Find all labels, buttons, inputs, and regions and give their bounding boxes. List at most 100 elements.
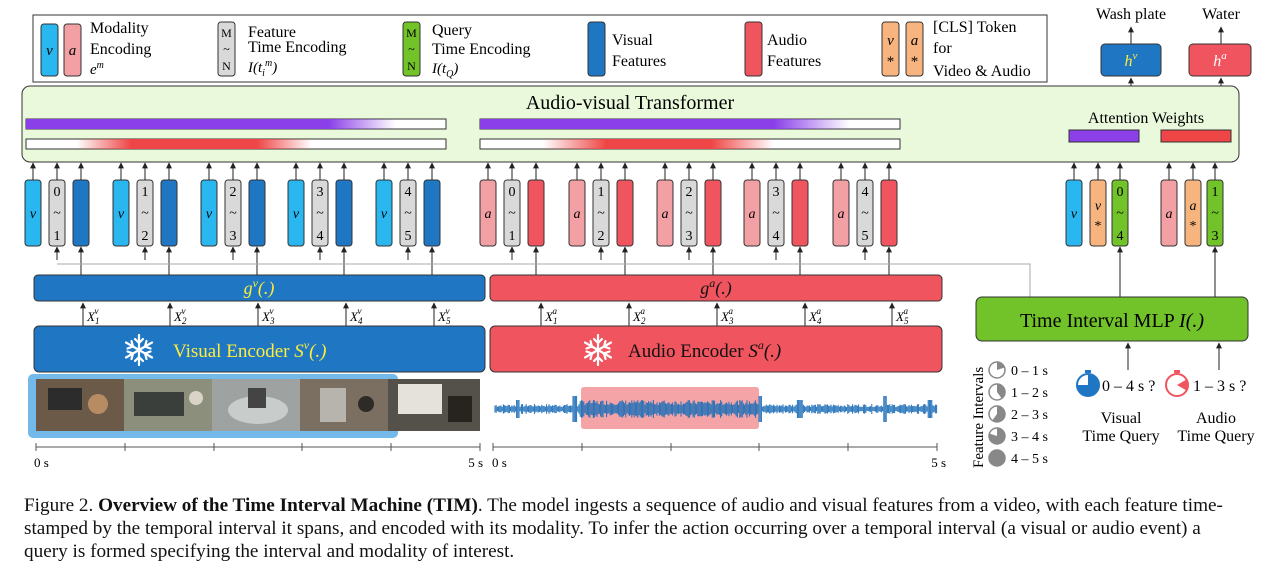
time-tilde: ~ [772, 206, 780, 221]
visual-feature-token [160, 179, 178, 247]
audio-time-start: 0 s [492, 455, 507, 470]
query-start: 0 [1117, 185, 1124, 200]
time-end: 5 [862, 229, 869, 244]
legend-feature-time-token [217, 21, 236, 77]
visual-query-line1: Visual [1101, 410, 1142, 427]
caption-title: Overview of the Time Interval Machine (T… [98, 495, 478, 516]
legend-cls-v-token [881, 21, 900, 77]
modality-letter: a [838, 207, 845, 222]
time-tilde: ~ [229, 206, 237, 221]
gv-box [33, 274, 486, 302]
time-interval-mlp-box [975, 296, 1249, 342]
legend-cls-a: a [911, 33, 919, 49]
time-tilde: ~ [508, 206, 516, 221]
tim-diagram: v a Modality Encoding em M ~ N Feature T… [21, 6, 1255, 470]
feature-intervals-title: Feature Intervals [971, 367, 987, 468]
modality-letter: a [749, 207, 756, 222]
feature-interval-item: 0 – 1 s [988, 361, 1048, 379]
visual-encoder-box [33, 325, 486, 373]
legend-cls-v: v [887, 33, 894, 49]
outputs: Wash plate Water hv ha [1096, 6, 1252, 86]
audio-query-line2: Time Query [1177, 428, 1254, 445]
legend-query-time-line2: Time Encoding [432, 41, 531, 58]
audio-feature-token [704, 179, 722, 247]
legend-feature-time-line2: Time Encoding [248, 39, 347, 56]
time-end: 4 [317, 229, 324, 244]
time-start: 2 [686, 185, 693, 200]
visual-token-group: v4~5 [375, 179, 441, 247]
legend-audio-feature-token [744, 21, 763, 77]
time-start: 3 [773, 185, 780, 200]
legend-query-time-math: I(tQ) [431, 61, 458, 80]
cls-star: * [1190, 219, 1197, 234]
visual-token-group: v1~2 [112, 179, 178, 247]
legend-cls-a-star: * [911, 54, 919, 70]
audio-token-group: a4~5 [832, 179, 898, 247]
ga-box [489, 274, 943, 302]
feature-interval-text: 2 – 3 s [1011, 408, 1048, 423]
feature-interval-item: 2 – 3 s [988, 405, 1048, 423]
modality-letter: v [206, 207, 213, 222]
legend-modality-math: em [90, 60, 104, 78]
audio-query-line1: Audio [1196, 410, 1236, 427]
attention-weights-label: Attention Weights [1088, 110, 1204, 127]
modality-letter: v [118, 207, 125, 222]
audio-token-group: a2~3 [656, 179, 722, 247]
feature-x-label: X5a [895, 306, 909, 326]
modality-letter: v [30, 207, 37, 222]
feature-interval-text: 4 – 5 s [1011, 452, 1048, 467]
time-end: 2 [598, 229, 605, 244]
legend-audio-features-line2: Features [767, 53, 821, 70]
legend-query-time-mid: ~ [408, 42, 415, 56]
time-start: 0 [54, 185, 61, 200]
time-end: 5 [405, 229, 412, 244]
ga-label: ga(.) [700, 276, 732, 299]
visual-time-end: 5 s [468, 455, 483, 470]
legend-a-token [63, 23, 82, 77]
ha-output-text: ha [1213, 50, 1227, 70]
audio-query-text: 1 – 3 s ? [1193, 378, 1246, 395]
legend: v a Modality Encoding em M ~ N Feature T… [32, 14, 1048, 83]
time-tilde: ~ [597, 206, 605, 221]
audio-attention-legend-bar [1160, 129, 1232, 143]
legend-cls-v-star: * [887, 54, 895, 70]
feature-x-label: X2v [173, 306, 187, 326]
time-tilde: ~ [861, 206, 869, 221]
time-tilde: ~ [404, 206, 412, 221]
time-tilde: ~ [685, 206, 693, 221]
cls-letter: a [1190, 199, 1197, 214]
figure-caption: Figure 2. Overview of the Time Interval … [24, 495, 1223, 562]
snowflake-icon [124, 333, 154, 367]
audio-timeline: 0 s 5 s [492, 443, 946, 470]
modality-letter: a [485, 207, 492, 222]
legend-feature-time-math: I(tim) [247, 58, 277, 79]
time-tilde: ~ [141, 206, 149, 221]
time-end: 1 [509, 229, 516, 244]
caption-body: . The model ingests a sequence of audio … [24, 495, 1223, 562]
feature-x-label: X2a [632, 306, 646, 326]
feature-x-label: X4v [349, 306, 363, 326]
visual-attention-legend-bar [1068, 129, 1140, 143]
time-end: 3 [230, 229, 237, 244]
legend-feature-time-mid: ~ [223, 42, 230, 56]
time-end: 4 [773, 229, 780, 244]
visual-time-query: 0 – 4 s ? Visual Time Query [1076, 370, 1160, 445]
feature-interval-item: 1 – 2 s [988, 383, 1048, 401]
visual-feature-token [72, 179, 90, 247]
transformer-title: Audio-visual Transformer [526, 92, 735, 114]
visual-feature-token [423, 179, 441, 247]
time-interval-mlp-label: Time Interval MLP I(.) [1020, 310, 1204, 332]
modality-letter: a [1166, 207, 1173, 222]
legend-cls-line2: for [933, 40, 952, 57]
legend-query-time-line1: Query [432, 22, 472, 39]
feature-interval-text: 0 – 1 s [1011, 364, 1048, 379]
feature-interval-text: 3 – 4 s [1011, 430, 1048, 445]
visual-encoder-label: Visual Encoder Sv(.) [173, 338, 327, 362]
visual-token-group: v3~4 [287, 179, 353, 247]
legend-cls-a-token [905, 21, 924, 77]
time-start: 4 [405, 185, 412, 200]
ha-output-box [1188, 43, 1252, 77]
feature-x-label: X5v [437, 306, 451, 326]
feature-interval-text: 1 – 2 s [1011, 386, 1048, 401]
